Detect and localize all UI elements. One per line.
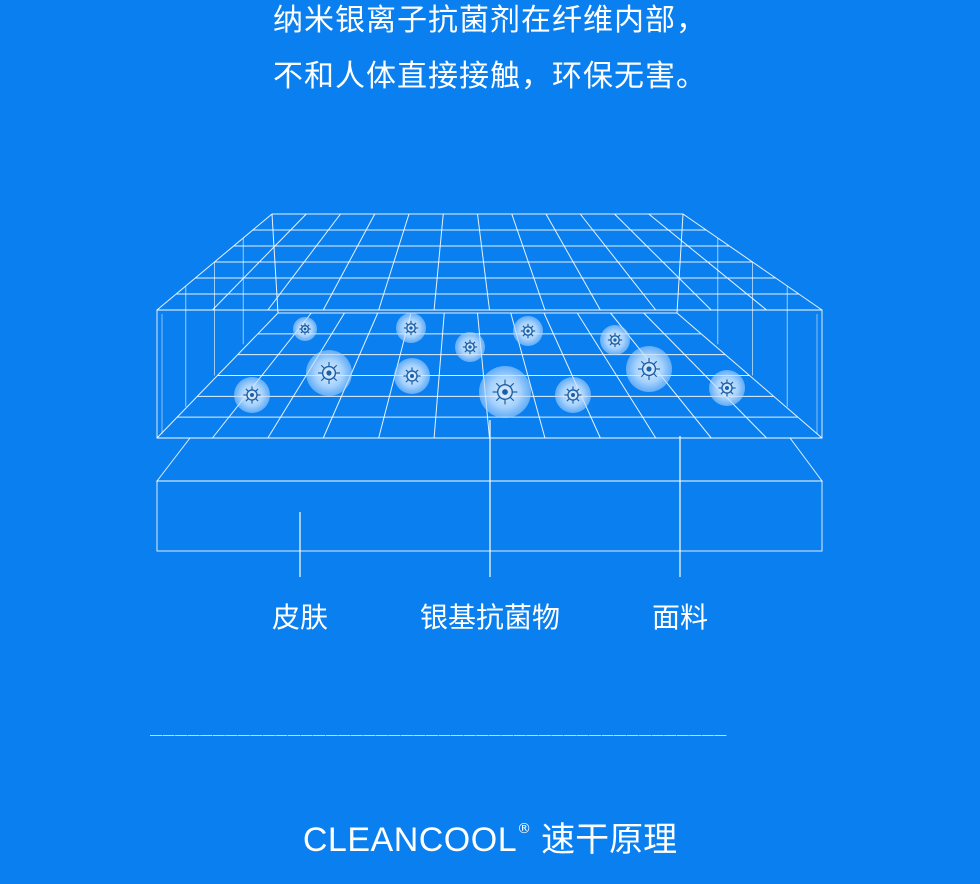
microbe-core [502, 389, 508, 395]
headline-line-2: 不和人体直接接触，环保无害。 [273, 59, 707, 94]
microbe-spike [609, 334, 613, 338]
microbe-core [409, 373, 415, 379]
microbe-core [526, 329, 530, 333]
microbe-spike [609, 342, 613, 346]
silver-particle [396, 313, 426, 343]
microbe-spike [617, 334, 621, 338]
silver-particle [479, 366, 531, 418]
microbe-spike [653, 360, 658, 365]
microbe-spike [300, 330, 304, 334]
registered-mark: ® [517, 821, 532, 837]
microbe-spike [255, 398, 259, 402]
microbe-spike [245, 398, 249, 402]
microbe-core [570, 392, 576, 398]
grid-line [271, 213, 279, 314]
microbe-spike [530, 325, 534, 329]
microbe-core [724, 385, 730, 391]
microbe-spike [306, 330, 310, 334]
silver-particle [555, 377, 591, 413]
grid-outline [156, 309, 823, 439]
microbe-spike [472, 341, 476, 345]
microbe-spike [464, 341, 468, 345]
silver-particle [513, 316, 543, 346]
microbe-spike [566, 388, 570, 392]
silver-particle [306, 350, 352, 396]
label-silver-antibacterial: 银基抗菌物 [419, 601, 561, 634]
microbe-spike [640, 360, 645, 365]
microbe-spike [617, 342, 621, 346]
silver-particles [234, 313, 745, 418]
microbe-spike [333, 377, 338, 382]
microbe-spike [576, 388, 580, 392]
microbe-core [613, 338, 617, 342]
microbe-core [249, 392, 255, 398]
label-leaders [299, 420, 681, 577]
microbe-spike [255, 388, 259, 392]
microbe-spike [576, 398, 580, 402]
microbe-spike [464, 349, 468, 353]
brand-name: CLEANCOOL [302, 821, 518, 859]
silver-particle [709, 370, 745, 406]
microbe-spike [405, 322, 409, 326]
silver-particle [394, 358, 430, 394]
microbe-spike [730, 381, 734, 385]
microbe-spike [320, 377, 325, 382]
dashed-divider: ________________________________________… [150, 712, 727, 736]
microbe-spike [245, 388, 249, 392]
silver-particle [293, 317, 317, 341]
silver-particle [455, 332, 485, 362]
microbe-spike [405, 379, 409, 383]
microbe-core [468, 345, 472, 349]
microbe-spike [413, 330, 417, 334]
microbe-spike [415, 369, 419, 373]
microbe-core [303, 327, 307, 331]
microbe-spike [405, 369, 409, 373]
microbe-spike [509, 382, 515, 388]
microbe-spike [472, 349, 476, 353]
microbe-spike [306, 324, 310, 328]
microbe-spike [333, 364, 338, 369]
label-skin: 皮肤 [271, 601, 329, 634]
microbe-spike [300, 324, 304, 328]
microbe-spike [730, 391, 734, 395]
footer-subtitle: 速干原理 [541, 820, 678, 860]
microbe-spike [415, 379, 419, 383]
microbe-spike [720, 391, 724, 395]
grid-line [676, 213, 684, 314]
microbe-spike [720, 381, 724, 385]
microbe-spike [530, 333, 534, 337]
label-fabric: 面料 [651, 601, 709, 634]
microbe-spike [495, 382, 501, 388]
microbe-spike [653, 373, 658, 378]
microbe-core [409, 326, 413, 330]
silver-particle [626, 346, 672, 392]
microbe-spike [522, 333, 526, 337]
microbe-core [326, 370, 332, 376]
microbe-spike [640, 373, 645, 378]
microbe-spike [495, 396, 501, 402]
microbe-spike [320, 364, 325, 369]
silver-particle [600, 325, 630, 355]
headline-line-1: 纳米银离子抗菌剂在纤维内部， [273, 3, 707, 38]
microbe-spike [413, 322, 417, 326]
microbe-spike [566, 398, 570, 402]
footer-title: CLEANCOOL® 速干原理 [0, 822, 980, 857]
microbe-spike [509, 396, 515, 402]
microbe-spike [522, 325, 526, 329]
microbe-spike [405, 330, 409, 334]
microbe-core [646, 366, 652, 372]
silver-particle [234, 377, 270, 413]
